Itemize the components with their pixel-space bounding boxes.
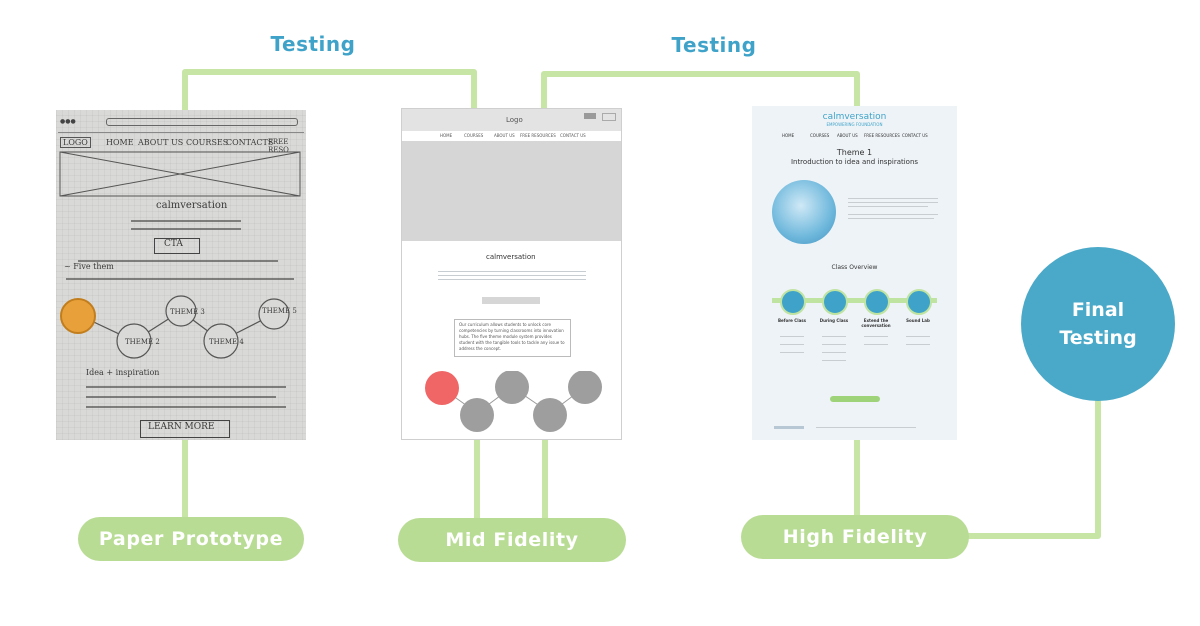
high-fidelity-mockup: calmversation EMPOWERING FOUNDATION HOME… xyxy=(752,106,957,440)
testing-loop-1 xyxy=(182,69,477,115)
hf-during-class-icon xyxy=(822,289,848,315)
sketch-nav-home: HOME xyxy=(106,138,134,147)
hf-tagline: EMPOWERING FOUNDATION xyxy=(826,122,883,127)
sketch-cta: CTA xyxy=(164,239,183,249)
hf-extend-icon xyxy=(864,289,890,315)
sketch-idea-label: Idea + inspiration xyxy=(86,368,160,377)
hf-phase-during: During Class xyxy=(819,318,849,323)
hf-class-overview: Class Overview xyxy=(831,264,878,271)
hf-hands-image xyxy=(772,180,836,244)
testing-label-2: Testing xyxy=(671,33,757,57)
sketch-learn-more: LEARN MORE xyxy=(148,422,215,432)
hf-cta-button xyxy=(830,396,880,402)
testing-loop-2 xyxy=(541,71,860,115)
mid-body-text: Our curriculum allows students to unlock… xyxy=(459,322,565,351)
sketch-cta-box xyxy=(154,238,200,254)
sketch-nav-about: ABOUT US xyxy=(138,138,184,147)
stage-mid-fidelity: Mid Fidelity xyxy=(398,518,626,562)
final-testing-line1: Final xyxy=(1071,299,1125,321)
final-testing-line2: Testing xyxy=(1059,327,1137,349)
sketch-five-themes: ~ Five them xyxy=(64,262,114,271)
sketch-nav-contacts: CONTACTS xyxy=(226,138,274,147)
sketch-learn-more-box xyxy=(140,420,230,438)
mid-logo: Logo xyxy=(506,116,523,124)
hf-phase-extend: Extend the conversation xyxy=(861,318,891,328)
sketch-nav-courses: COURSES xyxy=(186,138,229,147)
sketch-theme-5: THEME 5 xyxy=(262,307,297,315)
sketch-theme-3: THEME 3 xyxy=(170,308,205,316)
sketch-hero-placeholder xyxy=(59,151,301,197)
mid-cta-button xyxy=(482,297,540,304)
mid-hero-placeholder xyxy=(402,141,621,241)
hf-nav-courses: COURSES xyxy=(810,133,830,138)
sketch-theme-4: THEME 4 xyxy=(209,338,244,346)
hf-timeline-bar xyxy=(772,298,937,303)
mid-login-button xyxy=(584,113,596,119)
mid-nav-contact: CONTACT US xyxy=(560,133,586,138)
final-testing-circle: Final Testing xyxy=(1021,247,1175,401)
sketch-theme-diagram xyxy=(60,295,290,359)
sketch-brand: calmversation xyxy=(156,200,228,211)
hf-nav-free: FREE RESOURCES xyxy=(864,133,900,138)
hf-theme-title: Theme 1 xyxy=(836,148,873,157)
window-dots-icon: ●●● xyxy=(60,118,76,125)
hf-sound-lab-icon xyxy=(906,289,932,315)
browser-bar xyxy=(58,112,304,133)
hf-nav-contact: CONTACT US xyxy=(902,133,928,138)
hf-phase-before: Before Class xyxy=(777,318,807,323)
paper-prototype-image: ●●● LOGO HOME ABOUT US COURSES CONTACTS … xyxy=(56,110,306,440)
hf-brand: calmversation xyxy=(822,112,887,122)
hf-phase-sound: Sound Lab xyxy=(906,318,930,323)
stage-paper-prototype: Paper Prototype xyxy=(78,517,304,561)
final-connector xyxy=(962,397,1101,539)
mid-text-box: Our curriculum allows students to unlock… xyxy=(454,319,571,357)
mid-nav-home: HOME xyxy=(440,133,453,138)
mid-nav-free: FREE RESOURCES xyxy=(520,133,556,138)
mid-theme-diagram xyxy=(425,371,602,432)
hf-nav-home: HOME xyxy=(782,133,795,138)
mid-nav-about: ABOUT US xyxy=(494,133,515,138)
mid-signup-button xyxy=(602,113,616,121)
mid-fidelity-wireframe: Logo HOME COURSES ABOUT US FREE RESOURCE… xyxy=(401,108,622,440)
sketch-theme-1-highlight xyxy=(60,298,96,334)
hf-nav-about: ABOUT US xyxy=(837,133,858,138)
mid-header-bar xyxy=(402,109,621,131)
hf-before-class-icon xyxy=(780,289,806,315)
testing-label-1: Testing xyxy=(270,32,356,56)
hf-footer-social-icons xyxy=(774,426,804,429)
sketch-nav-logo: LOGO xyxy=(60,137,91,148)
sketch-nav-free: FREE RESO xyxy=(268,138,289,154)
mid-brand: calmversation xyxy=(486,253,536,261)
stage-high-fidelity: High Fidelity xyxy=(741,515,969,559)
hf-theme-subtitle: Introduction to idea and inspirations xyxy=(790,158,919,166)
mid-nav-courses: COURSES xyxy=(464,133,484,138)
address-bar xyxy=(106,118,298,126)
sketch-theme-2: THEME 2 xyxy=(125,338,160,346)
